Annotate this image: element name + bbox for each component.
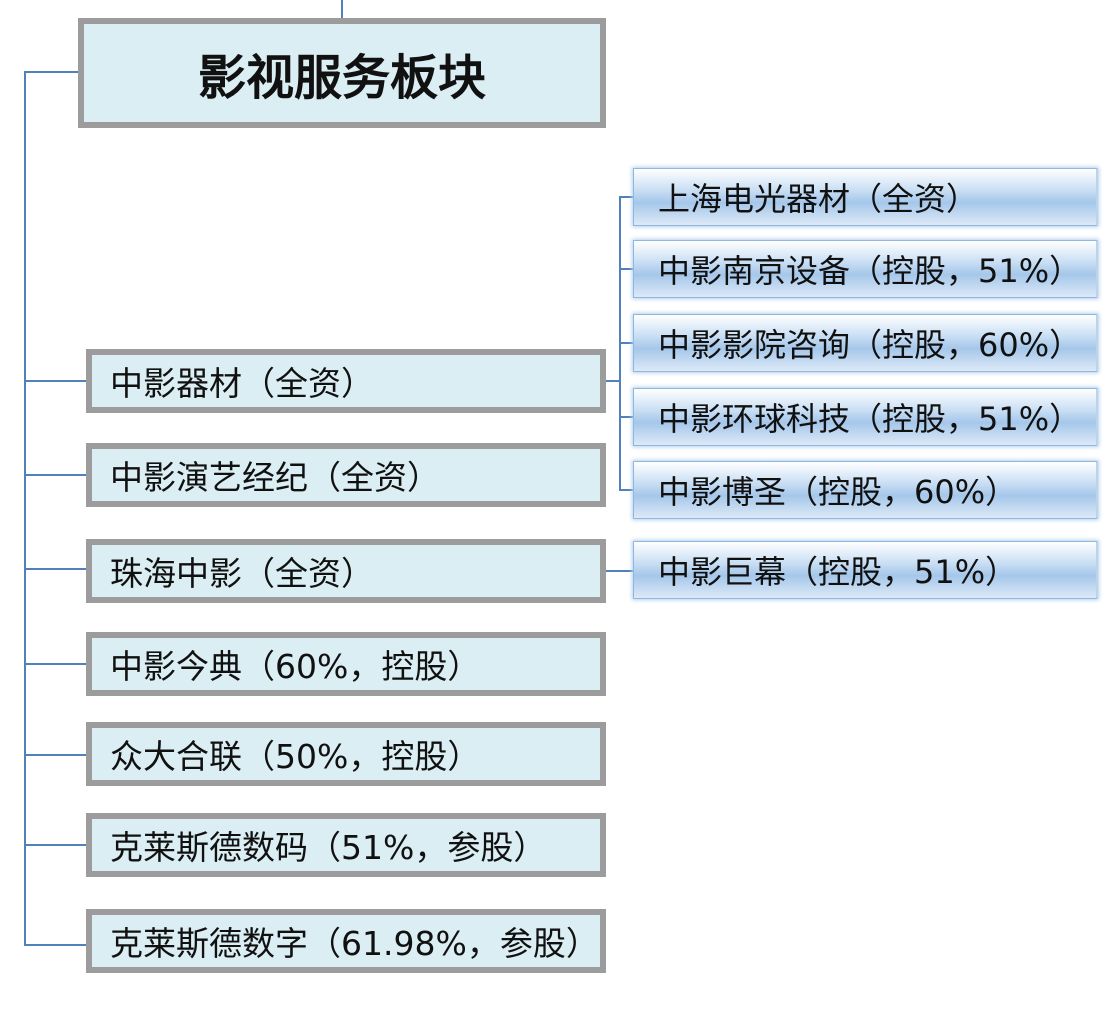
child-node-label: 克莱斯德数码（51%，参股） xyxy=(110,828,547,867)
sub-node-label: 中影环球科技（控股，51%） xyxy=(658,400,1082,438)
connector-root-left xyxy=(24,71,78,73)
child-node-label: 众大合联（50%，控股） xyxy=(110,737,481,776)
child-node-label: 珠海中影（全资） xyxy=(110,554,374,593)
sub-node-nanjing-equipment: 中影南京设备（控股，51%） xyxy=(633,240,1098,298)
connector-equipment-sub-3 xyxy=(619,416,633,418)
connector-child-0 xyxy=(24,380,86,382)
child-node-zhongying-jindian: 中影今典（60%，控股） xyxy=(86,632,606,696)
sub-node-bosheng: 中影博圣（控股，60%） xyxy=(633,461,1098,519)
child-node-christie-digital: 克莱斯德数字（61.98%，参股） xyxy=(86,909,606,973)
sub-node-label: 中影影院咨询（控股，60%） xyxy=(658,326,1082,364)
connector-child-4 xyxy=(24,754,86,756)
sub-node-label: 上海电光器材（全资） xyxy=(658,180,979,218)
sub-node-shanghai-dianguang: 上海电光器材（全资） xyxy=(633,168,1098,226)
root-node-label: 影视服务板块 xyxy=(197,50,486,106)
connector-child-2 xyxy=(24,568,86,570)
child-node-zhongda-helian: 众大合联（50%，控股） xyxy=(86,722,606,786)
sub-node-label: 中影博圣（控股，60%） xyxy=(658,473,1018,511)
connector-equipment-sub-2 xyxy=(619,342,633,344)
child-node-label: 中影今典（60%，控股） xyxy=(110,647,481,686)
root-node: 影视服务板块 xyxy=(78,18,606,128)
connector-child-3 xyxy=(24,663,86,665)
sub-node-label: 中影巨幕（控股，51%） xyxy=(658,553,1018,591)
sub-node-global-tech: 中影环球科技（控股，51%） xyxy=(633,388,1098,446)
child-node-label: 中影演艺经纪（全资） xyxy=(110,458,440,497)
connector-child-5 xyxy=(24,844,86,846)
connector-equipment-sub-1 xyxy=(619,268,633,270)
connector-equipment-sub-0 xyxy=(619,196,633,198)
connector-trunk xyxy=(24,71,26,945)
sub-node-cinema-consulting: 中影影院咨询（控股，60%） xyxy=(633,314,1098,372)
child-node-label: 克莱斯德数字（61.98%，参股） xyxy=(110,924,599,963)
child-node-christie-digital-code: 克莱斯德数码（51%，参股） xyxy=(86,813,606,877)
connector-zhuhai-sub-0 xyxy=(606,570,633,572)
sub-node-giant-screen: 中影巨幕（控股，51%） xyxy=(633,541,1098,599)
connector-top-stub xyxy=(341,0,343,18)
connector-child-6 xyxy=(24,944,86,946)
connector-equipment-stub xyxy=(606,380,620,382)
child-node-zhongying-equipment: 中影器材（全资） xyxy=(86,349,606,413)
connector-equipment-sub-4 xyxy=(619,489,633,491)
sub-node-label: 中影南京设备（控股，51%） xyxy=(658,252,1082,290)
child-node-performing-arts-agency: 中影演艺经纪（全资） xyxy=(86,443,606,507)
child-node-zhuhai-zhongying: 珠海中影（全资） xyxy=(86,539,606,603)
connector-child-1 xyxy=(24,474,86,476)
child-node-label: 中影器材（全资） xyxy=(110,364,374,403)
